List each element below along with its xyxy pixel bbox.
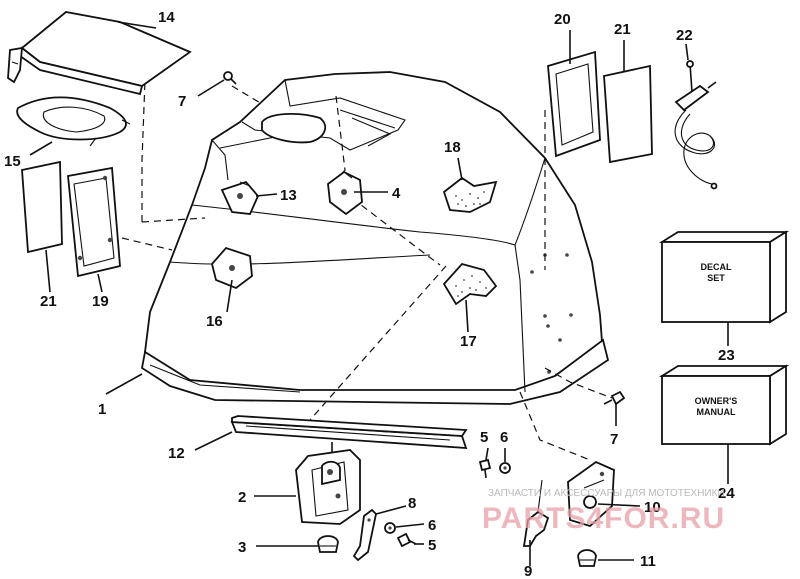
callout-21-left: 21 — [40, 293, 57, 310]
decal-set-box-part-23: DECAL SET — [658, 230, 790, 324]
watermark: ЗАПЧАСТИ И АКСЕССУАРЫ ДЛЯ МОТОТЕХНИКИ PA… — [482, 488, 725, 535]
frame-part-20 — [547, 50, 601, 158]
callout-6-lower: 6 — [428, 517, 436, 534]
top-cover-part-14 — [7, 11, 192, 96]
pad-part-17 — [442, 262, 498, 306]
callout-11: 11 — [640, 553, 656, 570]
bracket-part-13 — [220, 180, 260, 215]
callout-2: 2 — [238, 489, 246, 506]
bumper-part-11 — [577, 549, 597, 567]
callout-7-top: 7 — [178, 93, 186, 110]
callout-20: 20 — [554, 11, 571, 28]
callout-18: 18 — [444, 139, 461, 156]
decal-part-21-left — [21, 160, 63, 254]
wire-harness-part-22 — [674, 60, 718, 190]
callout-14: 14 — [158, 9, 175, 26]
bumper-part-3 — [317, 535, 339, 553]
bracket-part-4 — [327, 170, 363, 216]
lever-part-9 — [522, 479, 550, 547]
callout-5-upper: 5 — [480, 429, 488, 446]
leader-lines — [29, 21, 729, 566]
link-part-8 — [352, 508, 377, 562]
washer-part-6-lower — [384, 522, 396, 534]
callout-17: 17 — [460, 333, 477, 350]
callout-numbers: 1 2 3 4 5 5 6 6 7 7 8 9 10 11 12 13 14 1… — [4, 9, 735, 579]
callout-1: 1 — [98, 401, 106, 418]
manual-box-line2: MANUAL — [697, 407, 736, 417]
callout-13: 13 — [280, 187, 297, 204]
callout-23: 23 — [718, 347, 735, 364]
callout-24: 24 — [718, 485, 735, 502]
callout-15: 15 — [4, 153, 21, 170]
callout-16: 16 — [206, 313, 223, 330]
washer-part-6-upper — [499, 462, 511, 474]
latch-plate-part-10 — [567, 460, 615, 528]
pad-part-18 — [442, 176, 498, 213]
decal-box-line2: SET — [707, 273, 725, 283]
owners-manual-box-part-24: OWNER'S MANUAL — [658, 364, 790, 446]
callout-5-lower: 5 — [428, 537, 436, 554]
callout-12: 12 — [168, 445, 185, 462]
frame-part-19 — [67, 166, 121, 278]
callout-10: 10 — [644, 499, 661, 516]
callout-21-right: 21 — [614, 21, 631, 38]
manual-box-line1: OWNER'S — [695, 396, 738, 406]
seal-part-15 — [16, 96, 131, 147]
screw-part-7-top — [223, 71, 237, 85]
engine-cover — [141, 71, 610, 405]
callout-9: 9 — [524, 563, 532, 579]
watermark-brand: PARTS4FOR.RU — [482, 502, 725, 535]
decal-box-line1: DECAL — [701, 262, 733, 272]
seal-strip-part-12 — [230, 415, 468, 449]
callout-19: 19 — [92, 293, 109, 310]
screw-part-5-upper — [478, 458, 492, 479]
screw-part-7-right — [603, 390, 626, 406]
callout-3: 3 — [238, 539, 246, 556]
callout-4: 4 — [392, 185, 401, 202]
assembly-guide-lines — [121, 79, 613, 461]
latch-bracket-part-2 — [295, 442, 361, 525]
watermark-caption: ЗАПЧАСТИ И АКСЕССУАРЫ ДЛЯ МОТОТЕХНИКИ — [488, 488, 725, 499]
callout-7-right: 7 — [610, 431, 618, 448]
decal-part-21-right — [603, 64, 653, 164]
screw-part-5-lower — [396, 532, 417, 548]
callout-22: 22 — [676, 27, 693, 44]
bracket-part-16 — [211, 246, 253, 290]
callout-8: 8 — [408, 495, 416, 512]
callout-6-upper: 6 — [500, 429, 508, 446]
